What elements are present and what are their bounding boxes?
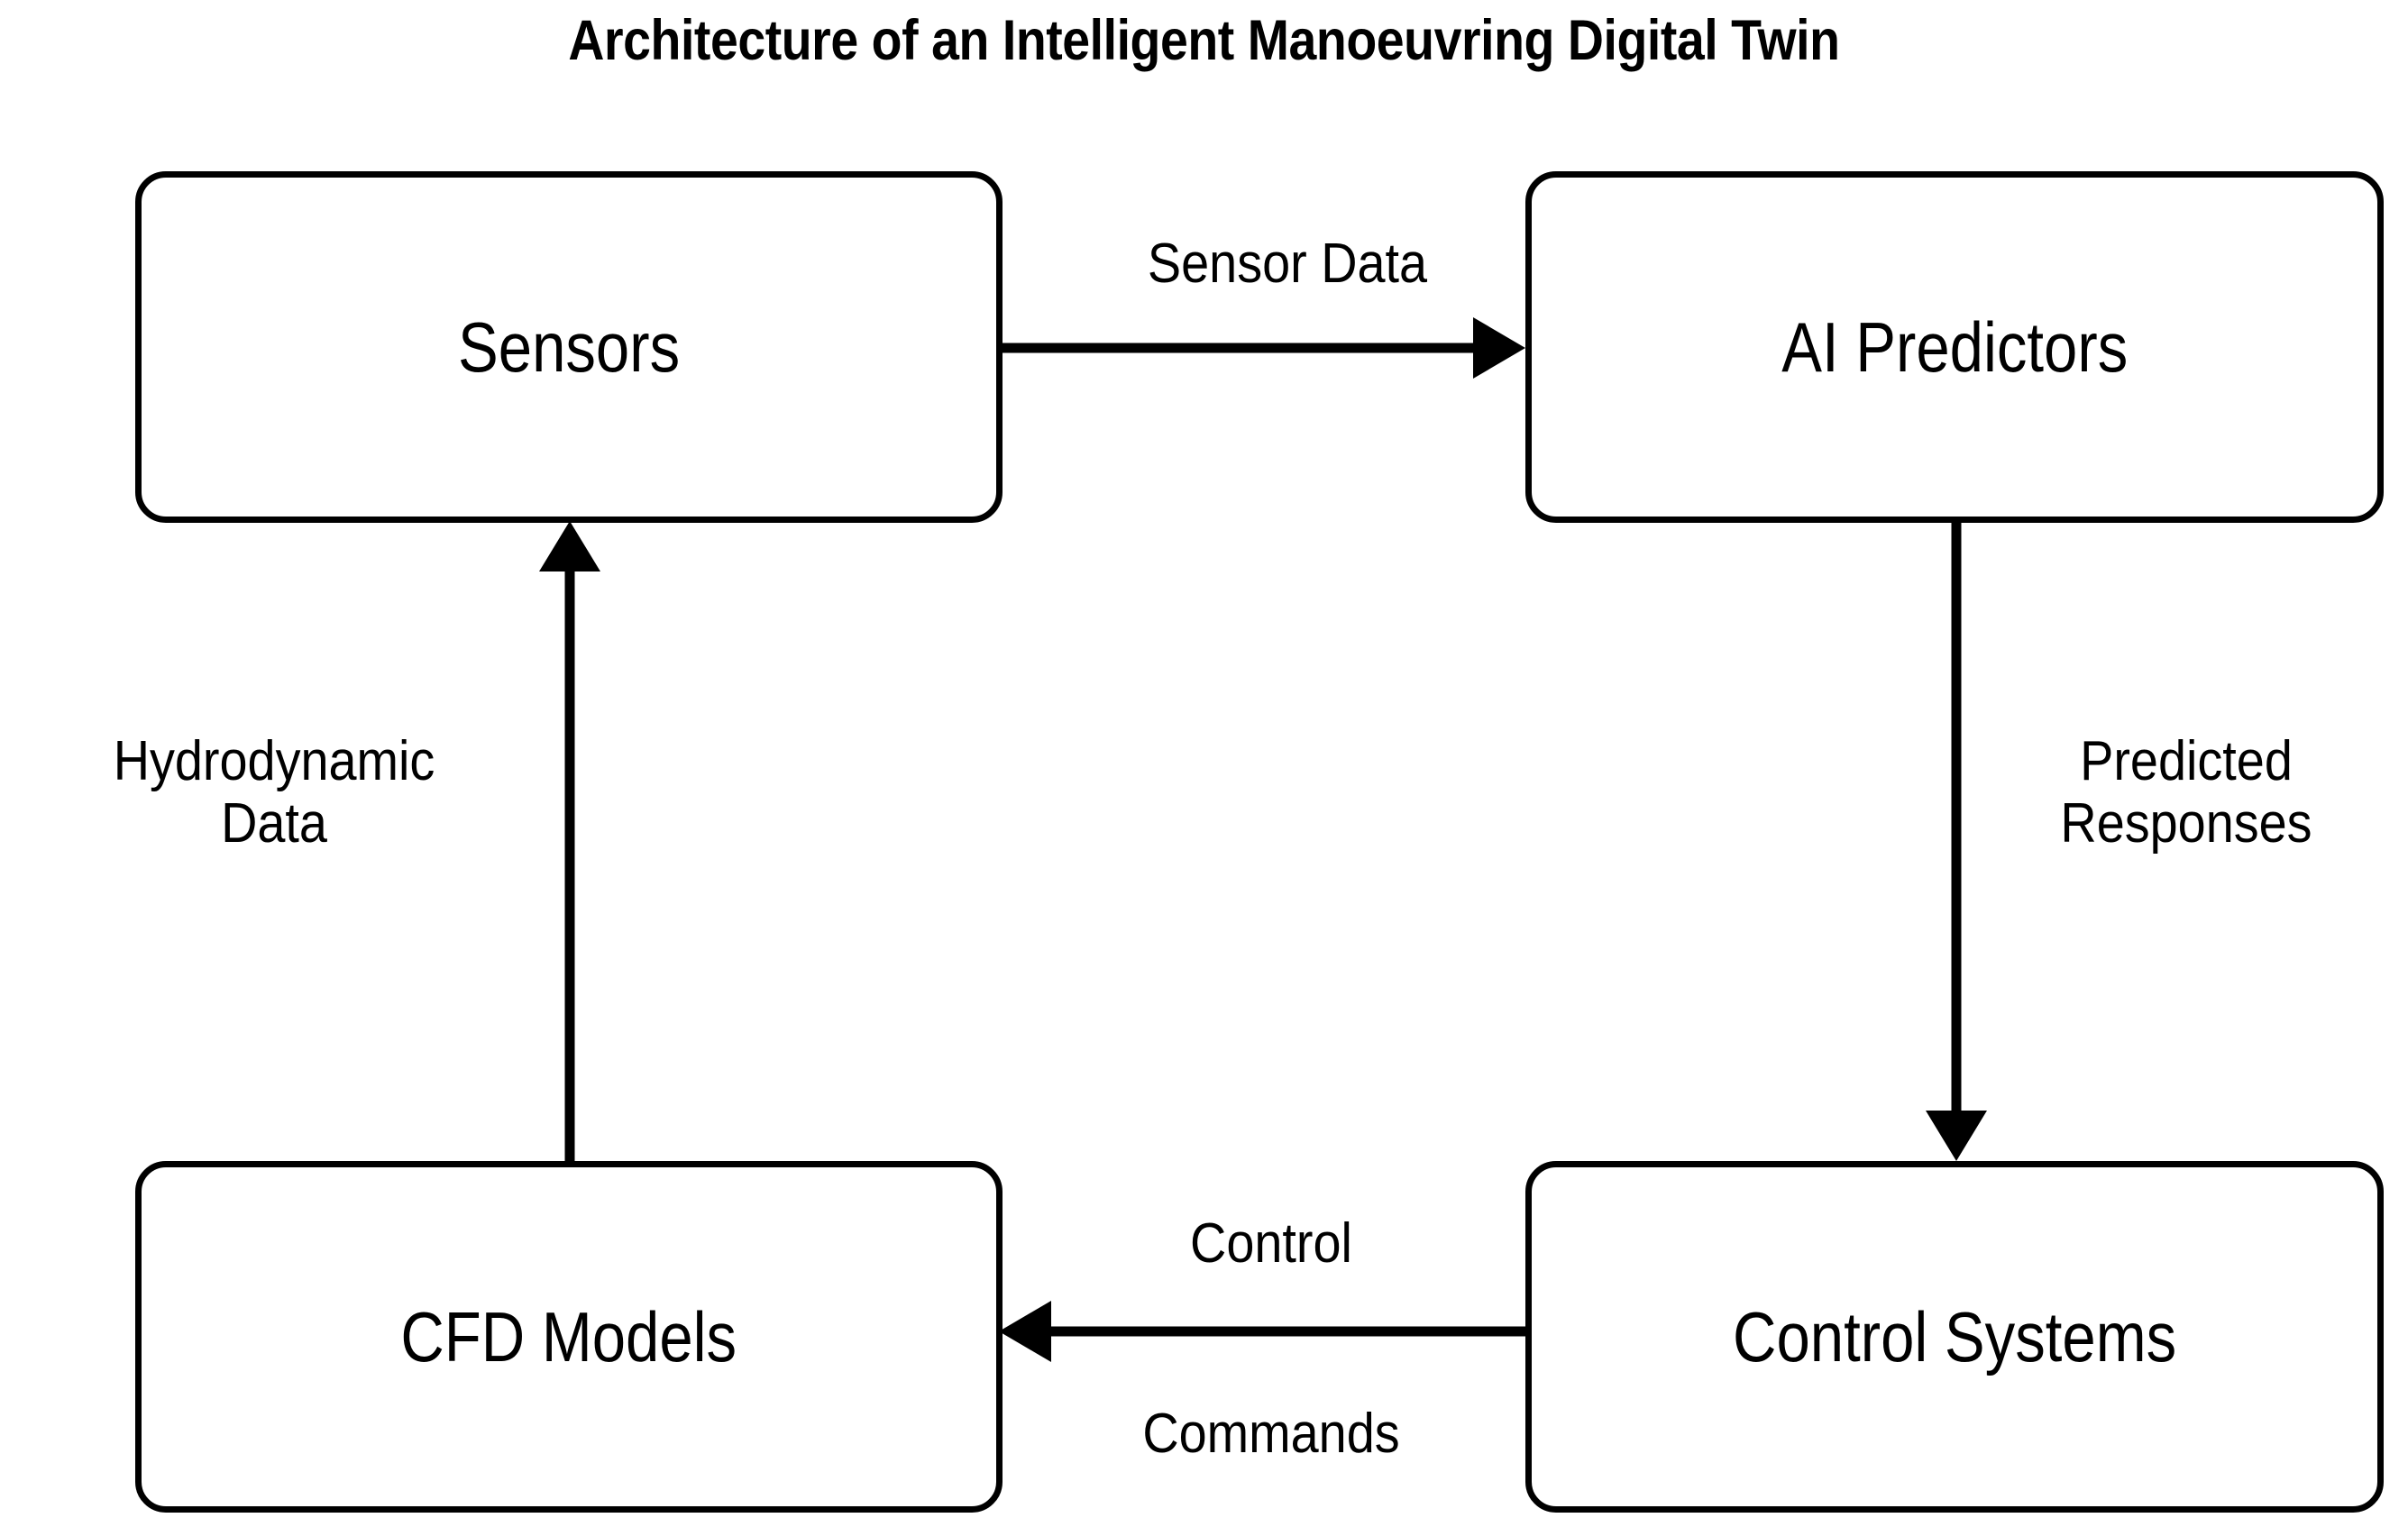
edge-label-predicted-responses: Predicted Responses: [2060, 730, 2312, 855]
node-cfd-models-label: CFD Models: [400, 1297, 737, 1376]
node-ai-predictors[interactable]: AI Predictors: [1525, 171, 2384, 523]
edge-control-systems-to-cfd-models: [999, 1301, 1525, 1362]
edge-label-control: Control: [1190, 1212, 1352, 1275]
node-sensors-label: Sensors: [457, 307, 681, 387]
edge-label-hydrodynamic-data: Hydrodynamic Data: [113, 730, 435, 855]
edge-sensors-to-ai-predictors: [1003, 317, 1525, 379]
node-cfd-models[interactable]: CFD Models: [135, 1161, 1003, 1513]
node-sensors[interactable]: Sensors: [135, 171, 1003, 523]
page-title: Architecture of an Intelligent Manoeuvri…: [568, 9, 1840, 72]
edge-ai-predictors-to-control-systems: [1926, 523, 1987, 1161]
node-control-systems[interactable]: Control Systems: [1525, 1161, 2384, 1513]
edge-label-sensor-data: Sensor Data: [1147, 233, 1428, 295]
node-control-systems-label: Control Systems: [1732, 1297, 2177, 1376]
edge-label-commands: Commands: [1142, 1403, 1400, 1465]
edge-cfd-models-to-sensors: [539, 521, 600, 1161]
node-ai-predictors-label: AI Predictors: [1781, 307, 2128, 387]
